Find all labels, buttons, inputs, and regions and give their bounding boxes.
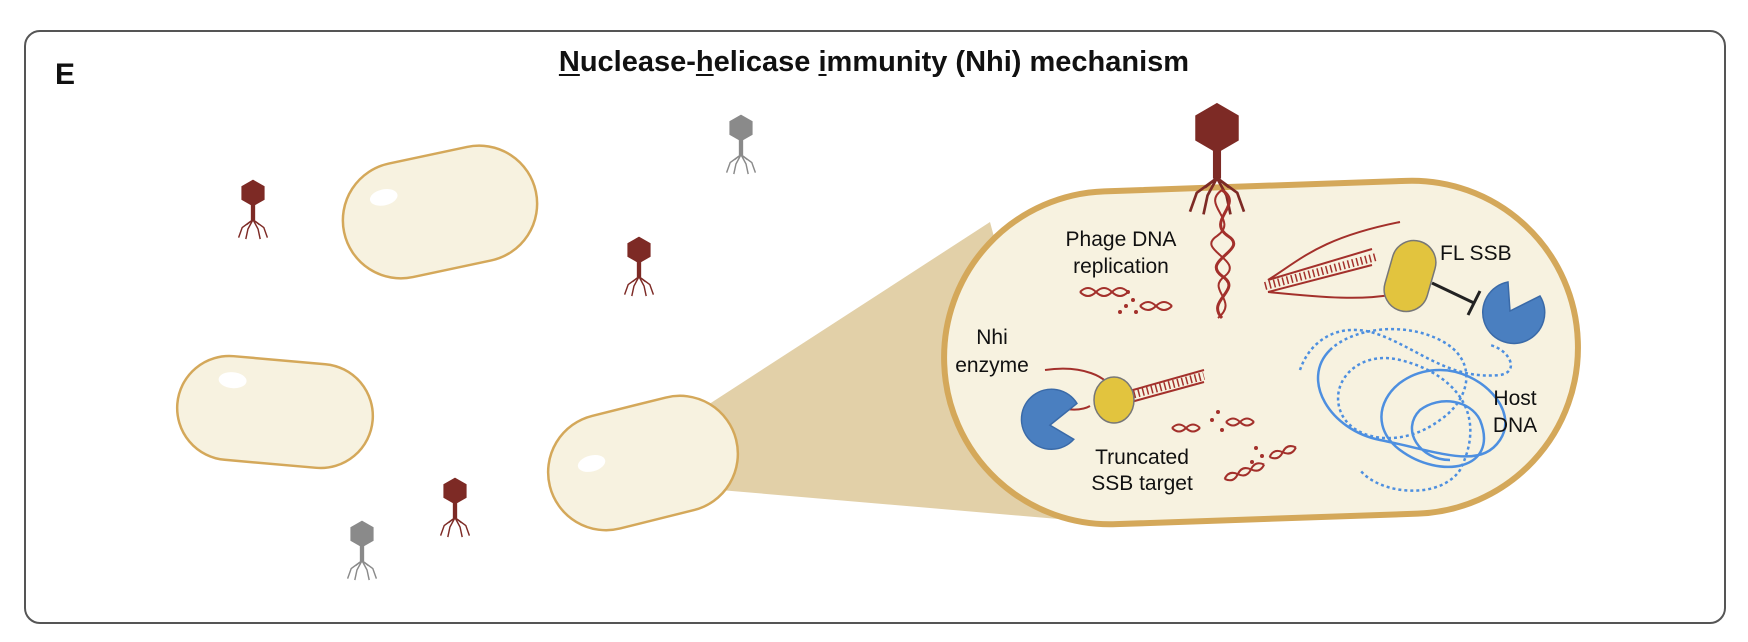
fl-ssb-label: FL SSB bbox=[1440, 242, 1512, 265]
truncated-ssb-label-line2: SSB target bbox=[1091, 472, 1193, 495]
figure-frame bbox=[24, 30, 1726, 624]
zoomed-bacterium bbox=[941, 177, 1581, 528]
bacterium-icon bbox=[175, 354, 375, 470]
title-part: N bbox=[558, 46, 580, 78]
title-part: h bbox=[695, 46, 714, 78]
host-dna-icon bbox=[1298, 327, 1512, 492]
title-part: uclease- bbox=[579, 46, 696, 78]
figure-title: Nuclease-helicase immunity (Nhi) mechani… bbox=[0, 46, 1748, 79]
dna-fragment-icon bbox=[1171, 417, 1297, 482]
bacterium-icon bbox=[546, 394, 740, 532]
phage-icon bbox=[439, 477, 471, 538]
panel-letter: E bbox=[55, 58, 76, 91]
phage-icon bbox=[237, 179, 269, 240]
forked-dna-icon bbox=[1263, 221, 1401, 299]
phage-icon bbox=[725, 114, 757, 175]
phage-dna-label-line2: replication bbox=[1073, 255, 1169, 278]
nhi-enzyme-label-line2: enzyme bbox=[955, 354, 1029, 377]
host-dna-label: Host bbox=[1493, 387, 1536, 410]
phage-icon bbox=[346, 520, 378, 581]
pacman-nuclease-icon bbox=[1020, 388, 1078, 450]
ssb-protein-icon bbox=[1383, 239, 1437, 313]
title-part: elicase bbox=[713, 46, 819, 78]
host-dna-label-line2: DNA bbox=[1493, 414, 1537, 437]
dna-fragment-icon bbox=[1079, 287, 1173, 311]
truncated-ssb-label: Truncated bbox=[1095, 446, 1189, 469]
phage-injected-dna bbox=[1214, 188, 1236, 320]
ssb-protein-icon bbox=[1093, 376, 1135, 424]
title-part: mmunity (Nhi) mechanism bbox=[826, 46, 1190, 78]
phage-dna-label: Phage DNA bbox=[1066, 228, 1177, 251]
pacman-nuclease-icon bbox=[1482, 281, 1546, 345]
title-part: i bbox=[818, 46, 827, 78]
bacterium-icon bbox=[341, 144, 539, 280]
phage-icon bbox=[623, 236, 655, 297]
nhi-enzyme-label: Nhi bbox=[976, 326, 1008, 349]
inhibition-arrow-icon bbox=[1431, 281, 1482, 316]
